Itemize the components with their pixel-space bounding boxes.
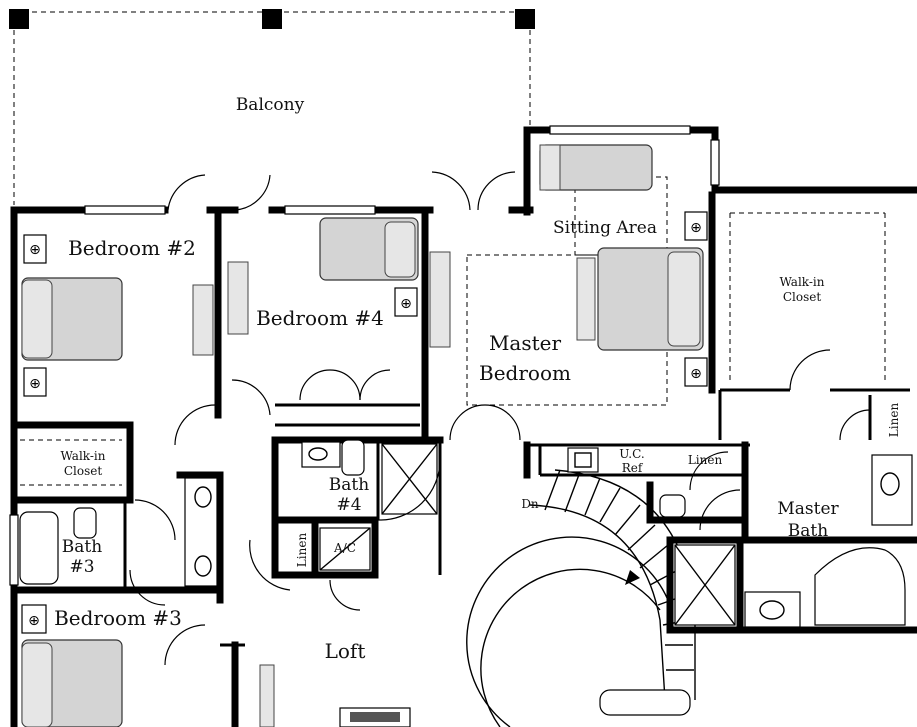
label-linen-hall: Linen	[295, 533, 309, 568]
balcony-outline	[9, 9, 535, 205]
svg-text:⊕: ⊕	[690, 366, 702, 382]
bath-4	[249, 436, 442, 611]
svg-text:⊕: ⊕	[28, 613, 40, 629]
bedroom-3: ⊕	[21, 604, 275, 727]
label-bedroom-2: Bedroom #2	[68, 236, 196, 260]
label-walkin-closet-small-2: Closet	[64, 464, 103, 478]
label-master-bath-2: Bath	[788, 521, 828, 541]
label-uc-ref-1: U.C.	[619, 447, 644, 461]
label-ac: A/C	[333, 541, 356, 555]
svg-text:⊕: ⊕	[29, 242, 41, 258]
bedroom-4: ⊕	[227, 174, 451, 444]
label-uc-ref-2: Ref	[622, 461, 644, 475]
label-walkin-closet-small-1: Walk-in	[61, 449, 106, 463]
label-bath-3-2: #3	[69, 557, 94, 577]
exterior-walls	[9, 125, 917, 727]
label-bedroom-3: Bedroom #3	[54, 606, 182, 630]
master-bedroom: ⊕ ⊕	[431, 144, 886, 447]
label-stairs-down: Dn	[521, 497, 539, 511]
svg-text:⊕: ⊕	[29, 376, 41, 392]
label-master-bedroom-2: Bedroom	[479, 361, 571, 385]
svg-text:⊕: ⊕	[400, 296, 412, 312]
master-bath	[523, 395, 917, 634]
label-master-bedroom-1: Master	[489, 331, 562, 355]
label-master-bath-1: Master	[777, 499, 839, 519]
room-labels: Balcony Bedroom #2 Bedroom #4 Sitting Ar…	[54, 95, 901, 663]
label-bath-3-1: Bath	[62, 537, 102, 557]
bath-3	[10, 471, 224, 606]
label-walkin-closet-1: Walk-in	[780, 275, 825, 289]
label-linen-master: Linen	[688, 453, 723, 467]
label-sitting-area: Sitting Area	[553, 218, 657, 238]
label-bath-4-2: #4	[336, 495, 361, 515]
label-loft: Loft	[325, 639, 366, 663]
label-walkin-closet-2: Closet	[783, 290, 822, 304]
bedroom-2: ⊕ ⊕	[10, 174, 222, 504]
label-bedroom-4: Bedroom #4	[256, 306, 384, 330]
label-bath-4-1: Bath	[329, 475, 369, 495]
svg-text:⊕: ⊕	[690, 220, 702, 236]
label-balcony: Balcony	[236, 95, 305, 115]
label-linen-closet: Linen	[887, 403, 901, 438]
